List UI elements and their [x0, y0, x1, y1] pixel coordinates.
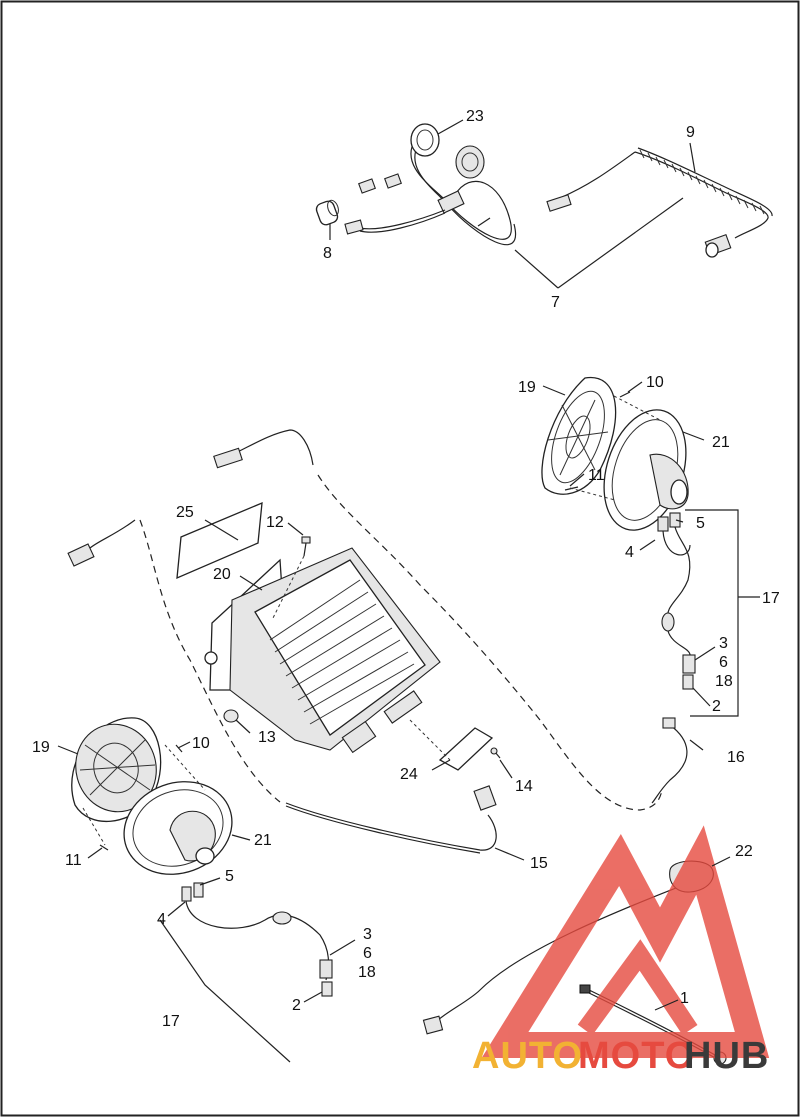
label-sheet — [176, 501, 263, 580]
callout-3-right: 3 — [719, 635, 728, 652]
watermark-logo — [481, 825, 770, 1058]
callouts: 23 9 8 7 19 10 21 11 5 4 17 3 6 18 2 25 … — [32, 108, 780, 1030]
screw-12 — [271, 536, 311, 621]
callout-5-right: 5 — [696, 515, 705, 532]
callout-23: 23 — [466, 108, 484, 125]
callout-17-left: 17 — [162, 1013, 180, 1030]
harness-15 — [285, 785, 497, 854]
callout-25: 25 — [176, 504, 194, 521]
callout-2-right: 2 — [712, 698, 721, 715]
routing-left — [139, 519, 281, 803]
watermark-moto: MOTO — [578, 1035, 695, 1077]
speaker-grille-right — [541, 376, 617, 495]
callout-24: 24 — [400, 766, 418, 783]
callout-18-left: 18 — [358, 964, 376, 981]
callout-6-left: 6 — [363, 945, 372, 962]
callout-2-left: 2 — [292, 997, 301, 1014]
callout-15: 15 — [530, 855, 548, 872]
cable-left-top — [67, 429, 314, 567]
coiled-cord — [546, 147, 773, 258]
callout-9: 9 — [686, 124, 695, 141]
leader-lines — [57, 119, 731, 1011]
amplifier — [204, 547, 441, 754]
callout-13: 13 — [258, 729, 276, 746]
watermark-triangle-icon — [481, 825, 770, 1058]
callout-4-left: 4 — [157, 911, 166, 928]
callout-12: 12 — [266, 514, 284, 531]
watermark-inner-mark-icon — [577, 939, 698, 1036]
callout-8: 8 — [323, 245, 332, 262]
bracket-24 — [438, 727, 494, 771]
callout-19-right: 19 — [518, 379, 536, 396]
watermark-hub: HUB — [684, 1035, 769, 1077]
routing-center — [317, 474, 663, 811]
watermark-auto: AUTO — [472, 1035, 583, 1077]
headset-assembly — [315, 123, 517, 246]
callout-3-left: 3 — [363, 926, 372, 943]
callout-5-left: 5 — [225, 868, 234, 885]
callout-10-left: 10 — [192, 735, 210, 752]
grommet-13 — [223, 709, 239, 723]
bracket-17-left — [159, 919, 291, 1063]
callout-1: 1 — [680, 990, 689, 1007]
callout-6-right: 6 — [719, 654, 728, 671]
callout-11-right: 11 — [588, 467, 605, 484]
callout-21-left: 21 — [254, 832, 272, 849]
speaker-grille-left — [71, 717, 162, 823]
antenna-lead-16 — [651, 717, 688, 804]
callout-19-left: 19 — [32, 739, 50, 756]
callout-21-right: 21 — [712, 434, 730, 451]
callout-20: 20 — [213, 566, 231, 583]
speaker-right — [564, 391, 696, 690]
callout-22: 22 — [735, 843, 753, 860]
speaker-left — [99, 744, 333, 997]
callout-17-right: 17 — [762, 590, 780, 607]
callout-4-right: 4 — [625, 544, 634, 561]
callout-7: 7 — [551, 294, 560, 311]
bracket-17-right — [685, 509, 739, 717]
callout-14: 14 — [515, 778, 533, 795]
callout-11-left: 11 — [65, 852, 82, 869]
callout-16: 16 — [727, 749, 745, 766]
callout-10-right: 10 — [646, 374, 664, 391]
callout-18-right: 18 — [715, 673, 733, 690]
